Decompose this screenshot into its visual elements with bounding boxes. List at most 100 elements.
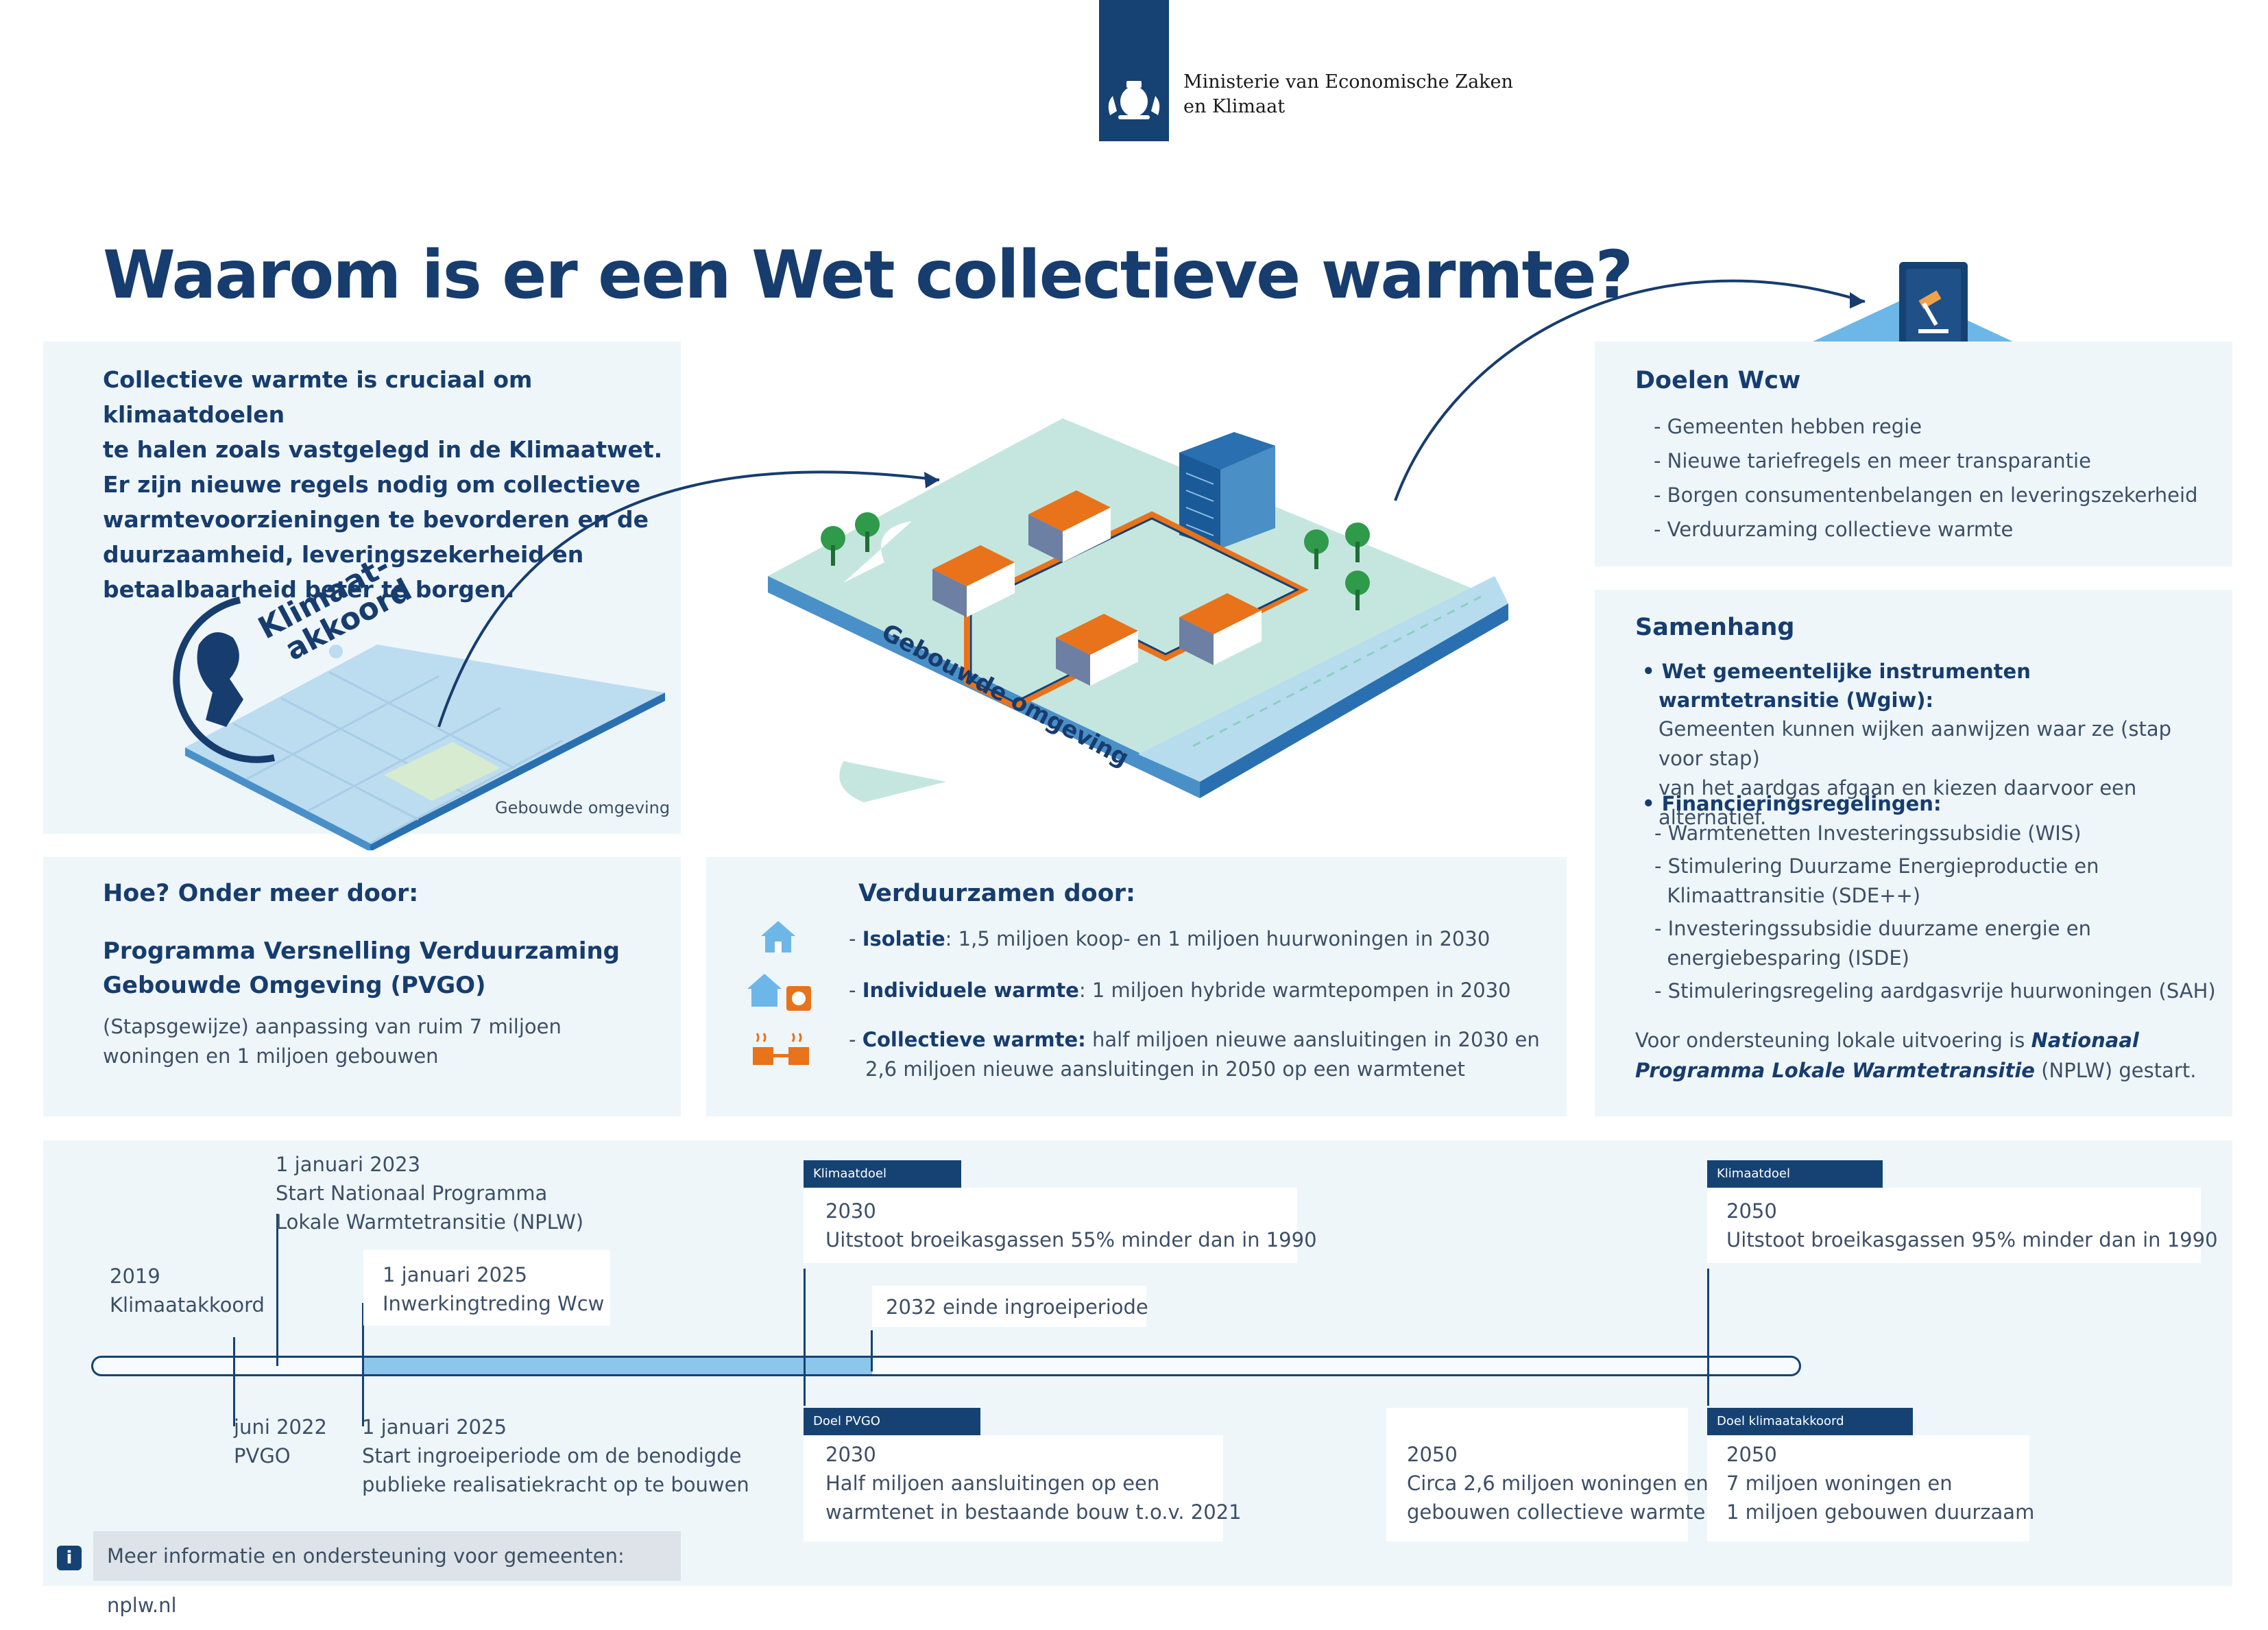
ingroei-end-box bbox=[872, 1286, 1146, 1327]
event-line: juni 2022 bbox=[234, 1415, 327, 1439]
event-year: 2030 bbox=[825, 1443, 876, 1466]
list-item: energiebesparing (ISDE) bbox=[1654, 946, 1909, 970]
list-item: - Nieuwe tariefregels en meer transparan… bbox=[1654, 449, 2091, 472]
event-text: Klimaatakkoord bbox=[110, 1293, 265, 1317]
program-line-1: Programma Versnelling Verduurzaming bbox=[103, 937, 620, 965]
dash: - bbox=[849, 1028, 862, 1051]
klimaatdoel-box-2030 bbox=[804, 1188, 1297, 1263]
hoe-panel bbox=[43, 857, 681, 1116]
event-line: Start ingroeiperiode om de benodigde bbox=[362, 1444, 742, 1467]
ministry-line-2: en Klimaat bbox=[1183, 96, 1286, 117]
collectief-item: - Collectieve warmte: half miljoen nieuw… bbox=[849, 1025, 1540, 1084]
dash: - bbox=[849, 927, 862, 950]
doelen-list: - Gemeenten hebben regie - Nieuwe tarief… bbox=[1654, 409, 2198, 547]
intro-line: Er zijn nieuwe regels nodig om collectie… bbox=[103, 471, 641, 498]
event-line: Lokale Warmtetransitie (NPLW) bbox=[276, 1210, 584, 1234]
event-line: publieke realisatiekracht op te bouwen bbox=[362, 1473, 749, 1496]
page-title: Waarom is er een Wet collectieve warmte? bbox=[103, 237, 1633, 313]
klimaatakkoord-puzzle bbox=[185, 645, 665, 850]
wgiw-title-1: Wet gemeentelijke instrumenten bbox=[1661, 660, 2031, 683]
collectief-2050: 2050 Circa 2,6 miljoen woningen en gebou… bbox=[1407, 1440, 1709, 1526]
hoe-body-1: (Stapsgewijze) aanpassing van ruim 7 mil… bbox=[103, 1015, 562, 1038]
ministry-name: Ministerie van Economische Zaken en Klim… bbox=[1183, 70, 1513, 119]
event-2023: 1 januari 2023 Start Nationaal Programma… bbox=[276, 1150, 583, 1236]
event-year: 2050 bbox=[1407, 1443, 1458, 1466]
pvgo-program: Programma Versnelling Verduurzaming Gebo… bbox=[103, 934, 620, 1003]
event-box-2025-top bbox=[363, 1250, 610, 1326]
pvgo-2030: 2030 Half miljoen aansluitingen op een w… bbox=[825, 1440, 1242, 1526]
info-icon: i bbox=[57, 1546, 82, 1570]
pvgo-tag: Doel PVGO bbox=[804, 1408, 980, 1435]
house bbox=[932, 545, 1015, 617]
intro-line: duurzaamheid, leveringszekerheid en bbox=[103, 541, 584, 568]
event-line: Half miljoen aansluitingen op een bbox=[825, 1472, 1160, 1495]
hoe-body: (Stapsgewijze) aanpassing van ruim 7 mil… bbox=[103, 1012, 562, 1071]
event-line: PVGO bbox=[234, 1444, 291, 1467]
isolatie-item: - Isolatie: 1,5 miljoen koop- en 1 miljo… bbox=[849, 924, 1490, 954]
isolatie-text: : 1,5 miljoen koop- en 1 miljoen huurwon… bbox=[945, 927, 1491, 950]
event-text: Uitstoot broeikasgassen 55% minder dan i… bbox=[825, 1228, 1317, 1251]
klimaatakkoord-logo bbox=[173, 597, 276, 763]
samenhang-footer: Voor ondersteuning lokale uitvoering is … bbox=[1635, 1025, 2211, 1086]
ingroei-end-label: 2032 einde ingroeiperiode bbox=[886, 1295, 1148, 1319]
intro-line: betaalbaarheid beter te borgen. bbox=[103, 576, 515, 603]
list-item: - Borgen consumentenbelangen en levering… bbox=[1654, 483, 2198, 507]
crest-icon bbox=[1108, 81, 1160, 119]
event-2022: juni 2022 PVGO bbox=[234, 1413, 327, 1470]
event-line: 1 miljoen gebouwen duurzaam bbox=[1726, 1500, 2035, 1524]
footer-post: (NPLW) gestart. bbox=[2034, 1059, 2197, 1082]
klimaatdoel-box-2050 bbox=[1707, 1188, 2201, 1263]
verduurzamen-panel bbox=[706, 857, 1567, 1116]
financiering-block: • Financieringsregelingen: - Warmtenette… bbox=[1642, 789, 2218, 1006]
event-line: 1 januari 2025 bbox=[383, 1263, 528, 1286]
marker-2023 bbox=[276, 1214, 278, 1366]
individueel-label: Individuele warmte bbox=[862, 979, 1079, 1002]
event-year: 2030 bbox=[825, 1199, 876, 1223]
list-item: - Gemeenten hebben regie bbox=[1654, 415, 1922, 438]
collective-heat-icon bbox=[753, 1033, 809, 1065]
event-text: Uitstoot broeikasgassen 95% minder dan i… bbox=[1726, 1228, 2218, 1251]
list-item: - Warmtenetten Investeringssubsidie (WIS… bbox=[1654, 822, 2082, 845]
wgiw-body-1: Gemeenten kunnen wijken aanwijzen waar z… bbox=[1658, 717, 2172, 770]
hoe-heading: Hoe? Onder meer door: bbox=[103, 880, 419, 907]
klimaatdoel-tag-2050: Klimaatdoel bbox=[1707, 1160, 1883, 1188]
wgiw-block: • Wet gemeentelijke instrumenten warmtet… bbox=[1642, 657, 2218, 832]
event-line: 1 januari 2023 bbox=[276, 1153, 421, 1176]
intro-text: Collectieve warmte is cruciaal om klimaa… bbox=[103, 362, 692, 607]
doelen-panel bbox=[1595, 341, 2232, 566]
program-line-2: Gebouwde Omgeving (PVGO) bbox=[103, 972, 486, 999]
intro-line: Collectieve warmte is cruciaal om klimaa… bbox=[103, 366, 533, 428]
event-year: 2050 bbox=[1726, 1199, 1777, 1223]
event-year: 2019 bbox=[110, 1265, 160, 1288]
list-item: - Investeringssubsidie duurzame energie … bbox=[1654, 917, 2092, 940]
collectief-text-2: 2,6 miljoen nieuwe aansluitingen in 2050… bbox=[865, 1057, 1465, 1081]
heat-pump-house-icon bbox=[747, 974, 811, 1011]
klimaatdoel-2050: 2050 Uitstoot broeikasgassen 95% minder … bbox=[1726, 1197, 2218, 1254]
isolatie-label: Isolatie bbox=[862, 927, 945, 950]
info-bar[interactable]: Meer informatie en ondersteuning voor ge… bbox=[93, 1531, 681, 1617]
ministry-line-1: Ministerie van Economische Zaken bbox=[1183, 71, 1513, 93]
samenhang-heading: Samenhang bbox=[1635, 614, 1795, 641]
bullet: • bbox=[1642, 792, 1662, 815]
event-year: 2050 bbox=[1726, 1443, 1777, 1466]
event-line: 7 miljoen woningen en bbox=[1726, 1472, 1953, 1495]
puzzle-caption: Gebouwde omgeving bbox=[495, 798, 671, 817]
marker-2050 bbox=[1707, 1269, 1709, 1406]
event-2025-bottom: 1 januari 2025 Start ingroeiperiode om d… bbox=[362, 1413, 749, 1499]
verduurzamen-heading: Verduurzamen door: bbox=[858, 880, 1136, 907]
event-line: Circa 2,6 miljoen woningen en bbox=[1407, 1472, 1709, 1495]
event-line: 1 januari 2025 bbox=[362, 1415, 507, 1439]
klimaatakkoord-tag: Doel klimaatakkoord bbox=[1707, 1408, 1913, 1435]
timeline-track bbox=[91, 1356, 1801, 1376]
event-2025-top: 1 januari 2025 Inwerkingtreding Wcw bbox=[383, 1260, 604, 1318]
info-link[interactable]: Meer informatie en ondersteuning voor ge… bbox=[107, 1544, 625, 1617]
marker-2032 bbox=[871, 1330, 873, 1371]
list-item: - Verduurzaming collectieve warmte bbox=[1654, 518, 2014, 541]
wgiw-body-2: van het aardgas afgaan en kiezen daarvoo… bbox=[1658, 776, 2137, 829]
event-line: warmtenet in bestaande bouw t.o.v. 2021 bbox=[825, 1500, 1242, 1524]
pvgo-box bbox=[804, 1435, 1223, 1542]
event-2019: 2019 Klimaatakkoord bbox=[110, 1262, 265, 1319]
klimaatakkoord-2050: 2050 7 miljoen woningen en 1 miljoen geb… bbox=[1726, 1440, 2034, 1526]
hoe-body-2: woningen en 1 miljoen gebouwen bbox=[103, 1044, 439, 1068]
